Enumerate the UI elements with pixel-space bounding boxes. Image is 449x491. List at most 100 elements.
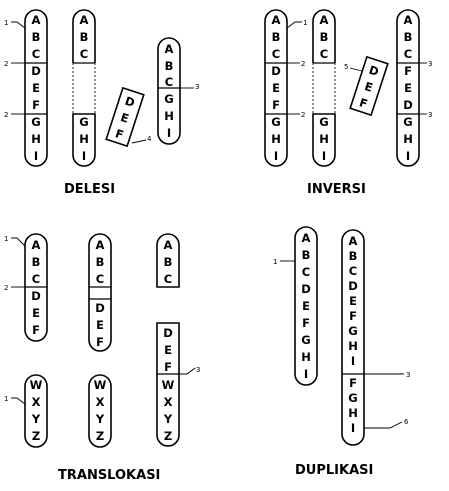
marker-leader: [131, 139, 147, 144]
marker-number: 6: [404, 418, 409, 426]
gene-label: I: [304, 367, 308, 381]
gene-label: A: [349, 234, 358, 248]
marker-leader: [286, 21, 302, 29]
gene-label: B: [165, 59, 174, 73]
gene-label: C: [164, 272, 172, 286]
marker-number: 2: [301, 60, 305, 68]
marker-number: 5: [344, 63, 348, 71]
gene-label: C: [349, 264, 357, 278]
gene-label: E: [96, 318, 104, 332]
gene-label: G: [271, 115, 280, 129]
gene-label: D: [348, 279, 358, 293]
chromosome-original: A B C D E F G H I: [264, 9, 288, 167]
marker-number: 2: [4, 284, 8, 292]
panel-delesi: A B C D E F G H I 1 2 2 A B C G H: [4, 9, 199, 197]
gene-label: F: [114, 126, 126, 142]
gene-label: A: [272, 13, 281, 27]
marker-number: 1: [4, 395, 8, 403]
gene-label: X: [164, 395, 173, 409]
gene-label: Y: [163, 412, 173, 426]
gene-label: I: [167, 126, 171, 140]
gene-label: F: [32, 323, 40, 337]
gene-label: D: [95, 301, 105, 315]
gene-label: G: [348, 324, 357, 338]
marker-number: 3: [195, 83, 199, 91]
marker-number: 3: [406, 371, 410, 379]
gene-label: W: [162, 378, 175, 392]
marker-number: 3: [196, 366, 200, 374]
chromosome-translocated: D E F W X Y Z: [156, 322, 180, 447]
gene-label: C: [272, 47, 280, 61]
marker-leader: [11, 397, 26, 405]
gene-label: D: [367, 63, 380, 79]
gene-label: A: [32, 13, 41, 27]
gene-label: G: [79, 115, 88, 129]
gene-label: C: [96, 272, 104, 286]
gene-label: A: [32, 238, 41, 252]
marker-number: 2: [4, 111, 8, 119]
gene-label: W: [94, 378, 107, 392]
gene-label: C: [320, 47, 328, 61]
marker-number: 1: [273, 258, 277, 266]
gene-label: B: [80, 30, 89, 44]
gene-label: X: [32, 395, 41, 409]
chromosome-result: A B C G H I: [157, 37, 181, 145]
gene-label: A: [404, 13, 413, 27]
gene-label: C: [404, 47, 412, 61]
gene-label: D: [403, 98, 413, 112]
gene-label: W: [30, 378, 43, 392]
gene-label: G: [319, 115, 328, 129]
marker-number: 1: [303, 19, 307, 27]
gene-label: H: [348, 406, 358, 420]
gene-label: B: [302, 248, 311, 262]
chromosome-split: A B C D E F: [88, 233, 112, 352]
gene-label: Y: [31, 412, 41, 426]
gene-label: A: [80, 13, 89, 27]
gene-label: D: [163, 326, 173, 340]
gene-label: C: [32, 272, 40, 286]
gene-label: A: [164, 238, 173, 252]
panel-duplikasi: A B C D E F G H I 1 A B C D E F G H I F …: [273, 226, 410, 478]
marker-number: 2: [4, 60, 8, 68]
marker-number: 2: [301, 111, 305, 119]
gene-label: E: [119, 110, 131, 126]
gene-label: Y: [95, 412, 105, 426]
chromosome-original: A B C D E F G H I: [294, 226, 318, 386]
chromosome-original: A B C D E F: [24, 233, 48, 342]
gene-label: E: [32, 306, 40, 320]
gene-label: H: [31, 132, 41, 146]
gene-label: C: [80, 47, 88, 61]
gene-label: F: [272, 98, 280, 112]
chromosome-broken: A B C G H I: [312, 9, 336, 167]
gene-label: B: [272, 30, 281, 44]
chromosome-broken: A B C G H I: [72, 9, 96, 167]
panel-title: INVERSI: [307, 182, 366, 197]
gene-label: I: [34, 149, 38, 163]
gene-label: B: [32, 255, 41, 269]
gene-label: B: [349, 249, 358, 263]
chromosome-wxyz: W X Y Z: [24, 374, 48, 448]
gene-label: Z: [32, 429, 40, 443]
gene-label: Z: [164, 429, 172, 443]
gene-label: D: [271, 64, 281, 78]
chromosome-piece-abc: A B C: [156, 233, 180, 288]
gene-label: F: [358, 95, 370, 111]
gene-label: I: [351, 421, 355, 435]
marker-number: 1: [4, 19, 8, 27]
gene-label: F: [302, 316, 310, 330]
chromosome-original: A B C D E F G H I: [24, 9, 48, 167]
marker-leader: [11, 237, 26, 247]
gene-label: A: [320, 13, 329, 27]
gene-label: G: [301, 333, 310, 347]
panel-title: TRANSLOKASI: [58, 468, 160, 483]
gene-label: C: [302, 265, 310, 279]
marker-number: 1: [4, 235, 8, 243]
gene-label: H: [348, 339, 358, 353]
gene-label: F: [349, 309, 357, 323]
chromosome-fragment-def: D E F: [105, 86, 145, 148]
gene-label: E: [164, 343, 172, 357]
chromosome-wxyz: W X Y Z: [88, 374, 112, 448]
gene-label: D: [123, 94, 136, 110]
gene-label: H: [301, 350, 311, 364]
